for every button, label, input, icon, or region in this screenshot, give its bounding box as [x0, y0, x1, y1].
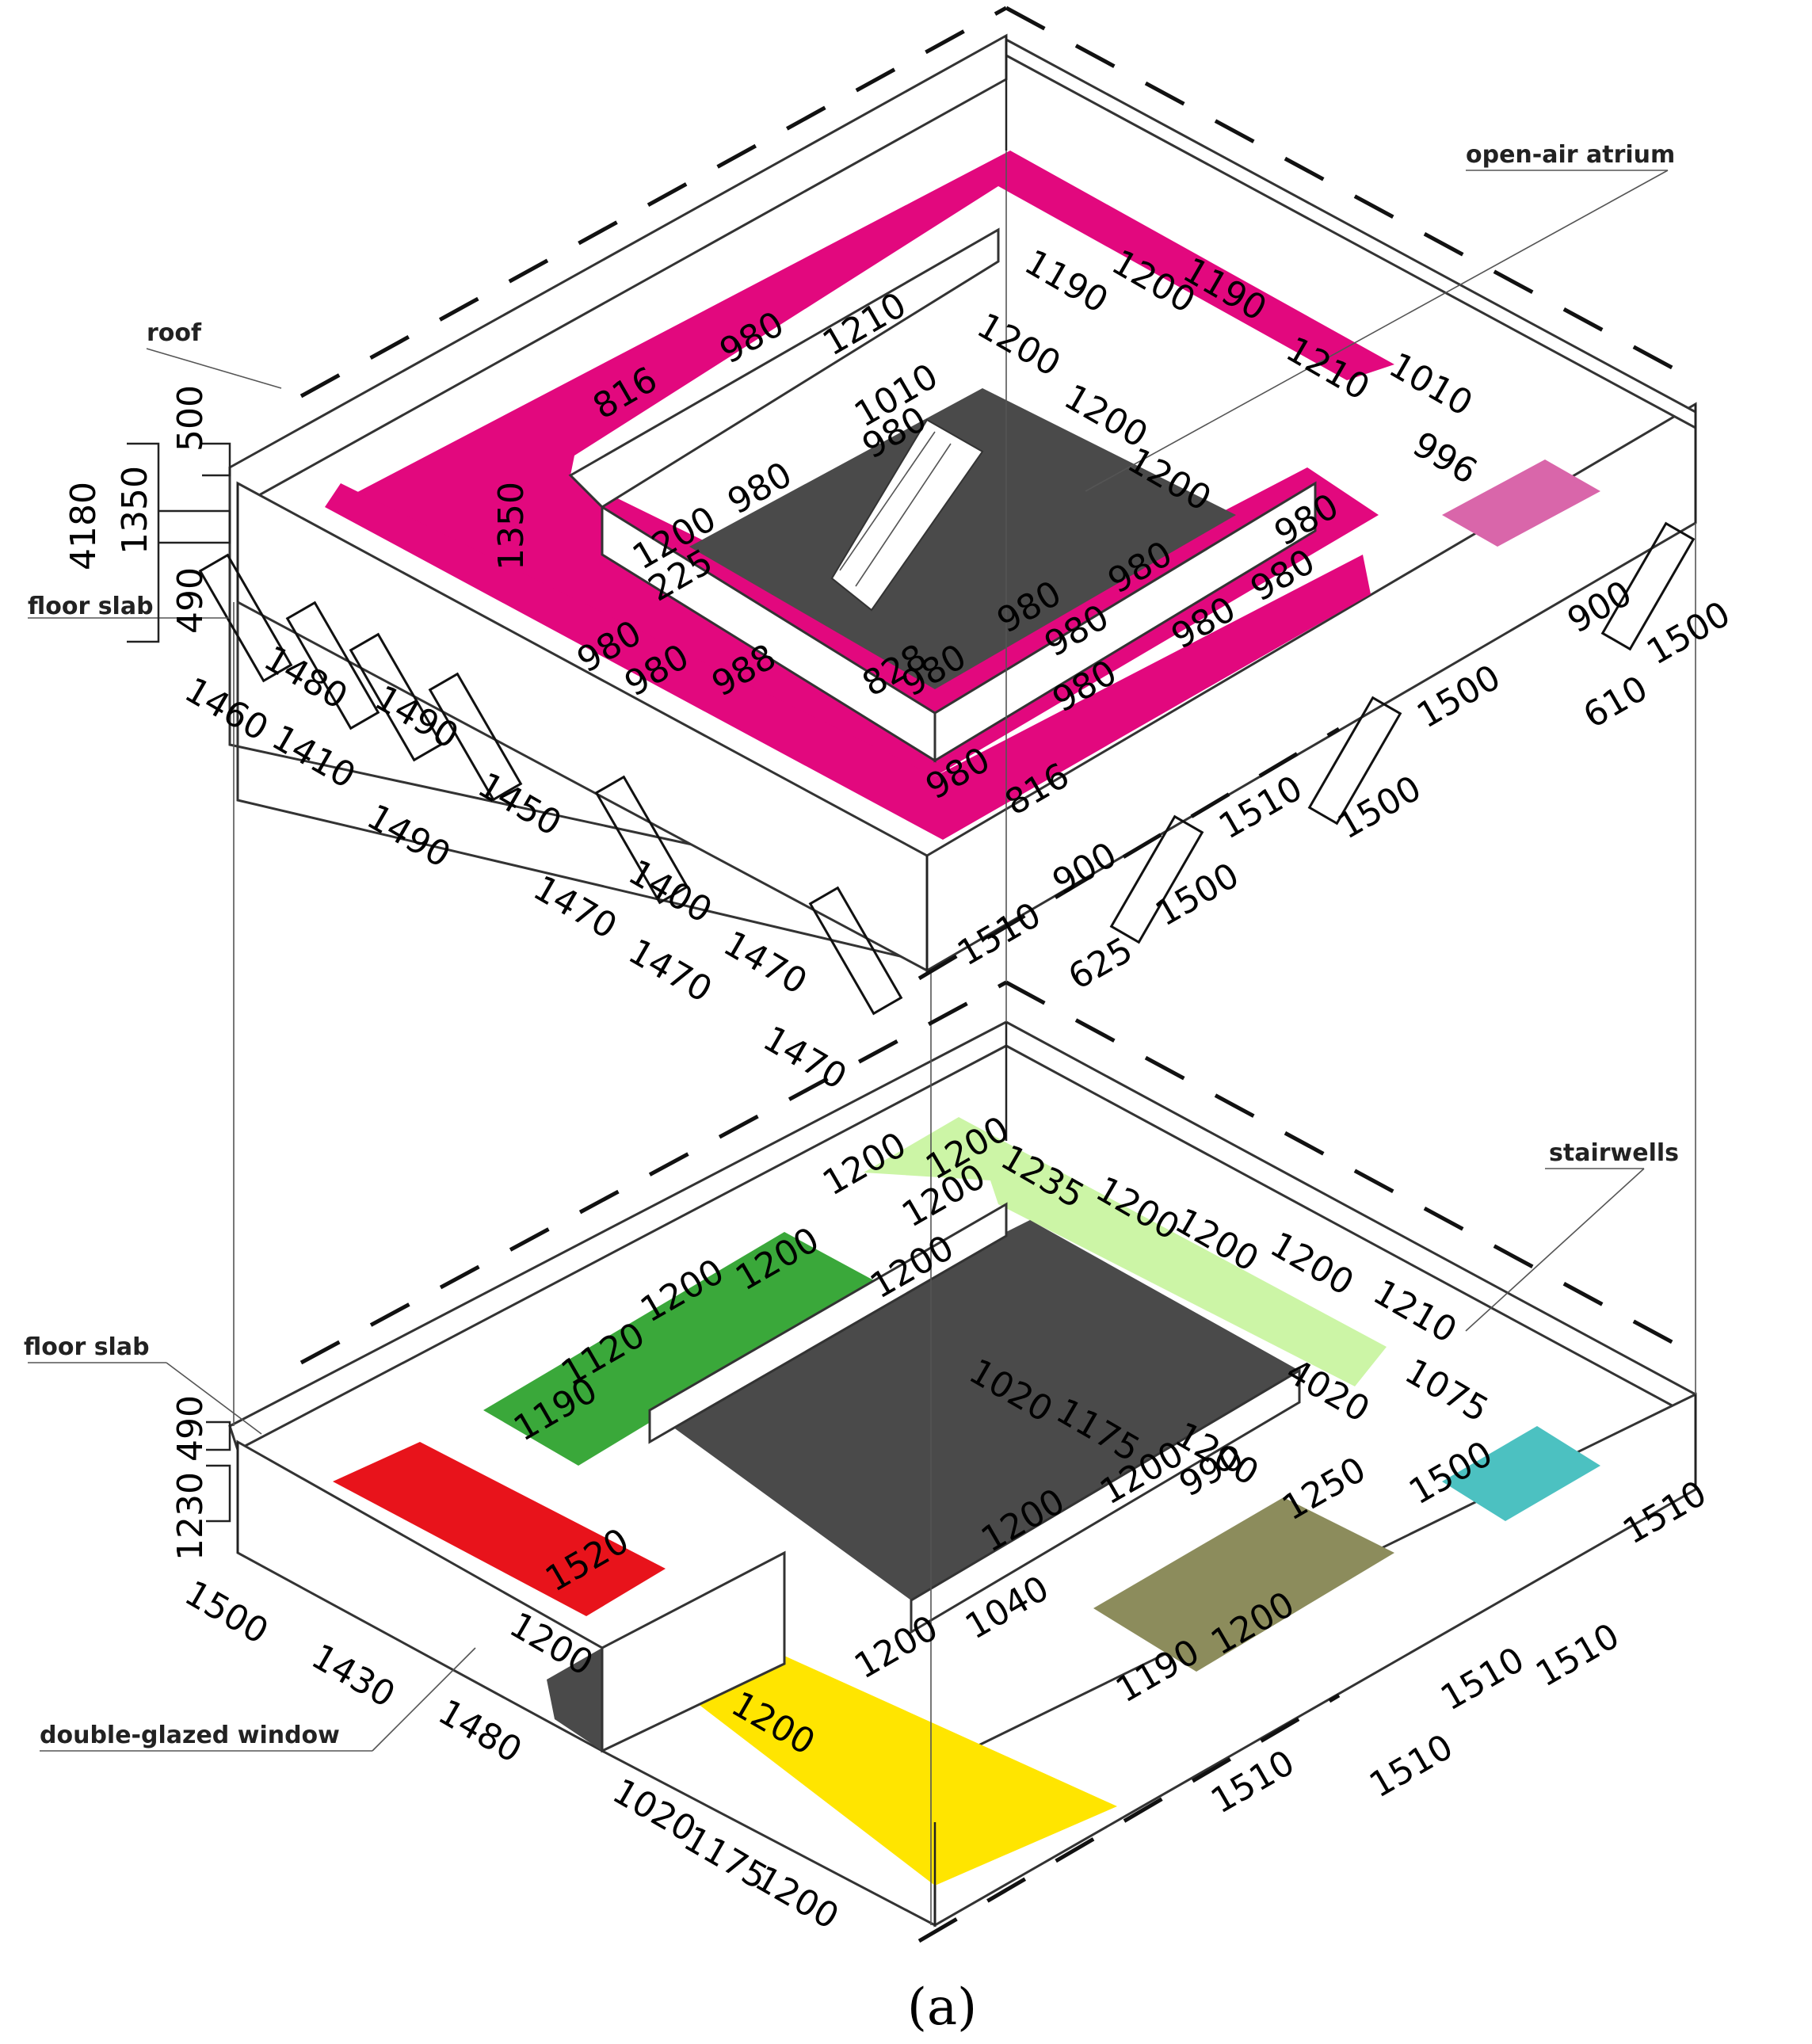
upper-window-dim-43: 1190	[1177, 250, 1273, 329]
lower-inner-wall-front	[910, 1368, 1301, 1634]
upper-window-dim-48: 1200	[971, 305, 1067, 384]
upper-window-dim-9: 1470	[717, 923, 814, 1002]
atrium-wall-right	[933, 481, 1317, 763]
upper-window-dim-12: 625	[1062, 929, 1139, 997]
lower-floor	[228, 1020, 1697, 1928]
lower-window-dim-21: 1075	[1398, 1351, 1495, 1430]
upper-window-dim-46: 996	[1406, 424, 1484, 492]
dim-1230: 1230	[170, 1472, 211, 1561]
lower-room-light-green	[864, 1117, 1387, 1386]
dim-4180: 4180	[63, 482, 104, 570]
label-open-air-atrium: open-air atrium	[1466, 141, 1675, 169]
upper-window-dim-41: 1190	[1018, 242, 1115, 321]
dim-500: 500	[170, 385, 211, 452]
dimension-brackets	[127, 442, 231, 1523]
upper-window-dim-14: 1500	[1149, 855, 1246, 934]
figure-caption: (a)	[907, 1978, 977, 2037]
label-roof: roof	[147, 319, 202, 347]
lower-room-red	[333, 1442, 666, 1616]
upper-window-dim-10: 1470	[757, 1018, 853, 1097]
lower-room-teal	[1442, 1426, 1600, 1521]
atrium-stair	[830, 418, 984, 612]
stairwell-room-upper	[1442, 460, 1600, 547]
lower-window-dim-1: 1430	[305, 1636, 402, 1715]
floor-connectors	[233, 151, 1696, 1925]
label-floor-slab-upper: floor slab	[28, 593, 154, 620]
upper-window-dim-40: 1210	[816, 284, 913, 364]
lower-central-passage	[547, 1648, 602, 1751]
lower-window-dim-30: 1200	[848, 1607, 944, 1687]
label-stairwells: stairwells	[1549, 1139, 1679, 1167]
label-floor-slab-lower: floor slab	[24, 1333, 150, 1361]
upper-window-dim-45: 1010	[1383, 345, 1479, 424]
lower-window-dim-0: 1500	[178, 1573, 275, 1652]
lower-inner-wall-yellow	[601, 1550, 786, 1753]
upper-window-dim-34: 1350	[491, 482, 532, 570]
atrium-floor	[689, 388, 1236, 689]
lower-room-yellow	[697, 1656, 1117, 1886]
upper-window-boxes	[198, 521, 1696, 1016]
section-dashes	[299, 6, 1697, 1943]
upper-floor	[228, 33, 1697, 973]
lower-window-dim-24: 1250	[1276, 1449, 1372, 1528]
dim-490-lower: 490	[170, 1395, 211, 1462]
lower-window-dim-37: 1510	[1363, 1726, 1459, 1806]
dim-490-upper: 490	[170, 567, 211, 634]
upper-window-dim-0: 1460	[178, 669, 275, 749]
upper-window-dim-18: 610	[1577, 668, 1654, 736]
lower-room-green	[483, 1232, 879, 1466]
upper-window-dim-8: 1470	[622, 931, 719, 1010]
atrium-wall-left	[568, 227, 1000, 509]
lower-room-olive	[1093, 1497, 1394, 1672]
lower-window-dim-39: 1510	[1529, 1615, 1626, 1695]
dim-1350: 1350	[115, 466, 155, 555]
label-double-glazed-window: double-glazed window	[40, 1722, 340, 1749]
upper-floor-magenta-bottom	[325, 483, 1371, 840]
lower-inner-wall-left	[648, 1202, 1008, 1444]
upper-window-dim-16: 1500	[1331, 768, 1428, 847]
lower-central-space	[650, 1220, 1299, 1600]
lower-window-dim-38: 1510	[1434, 1639, 1531, 1718]
callout-leaders	[28, 170, 1669, 1752]
